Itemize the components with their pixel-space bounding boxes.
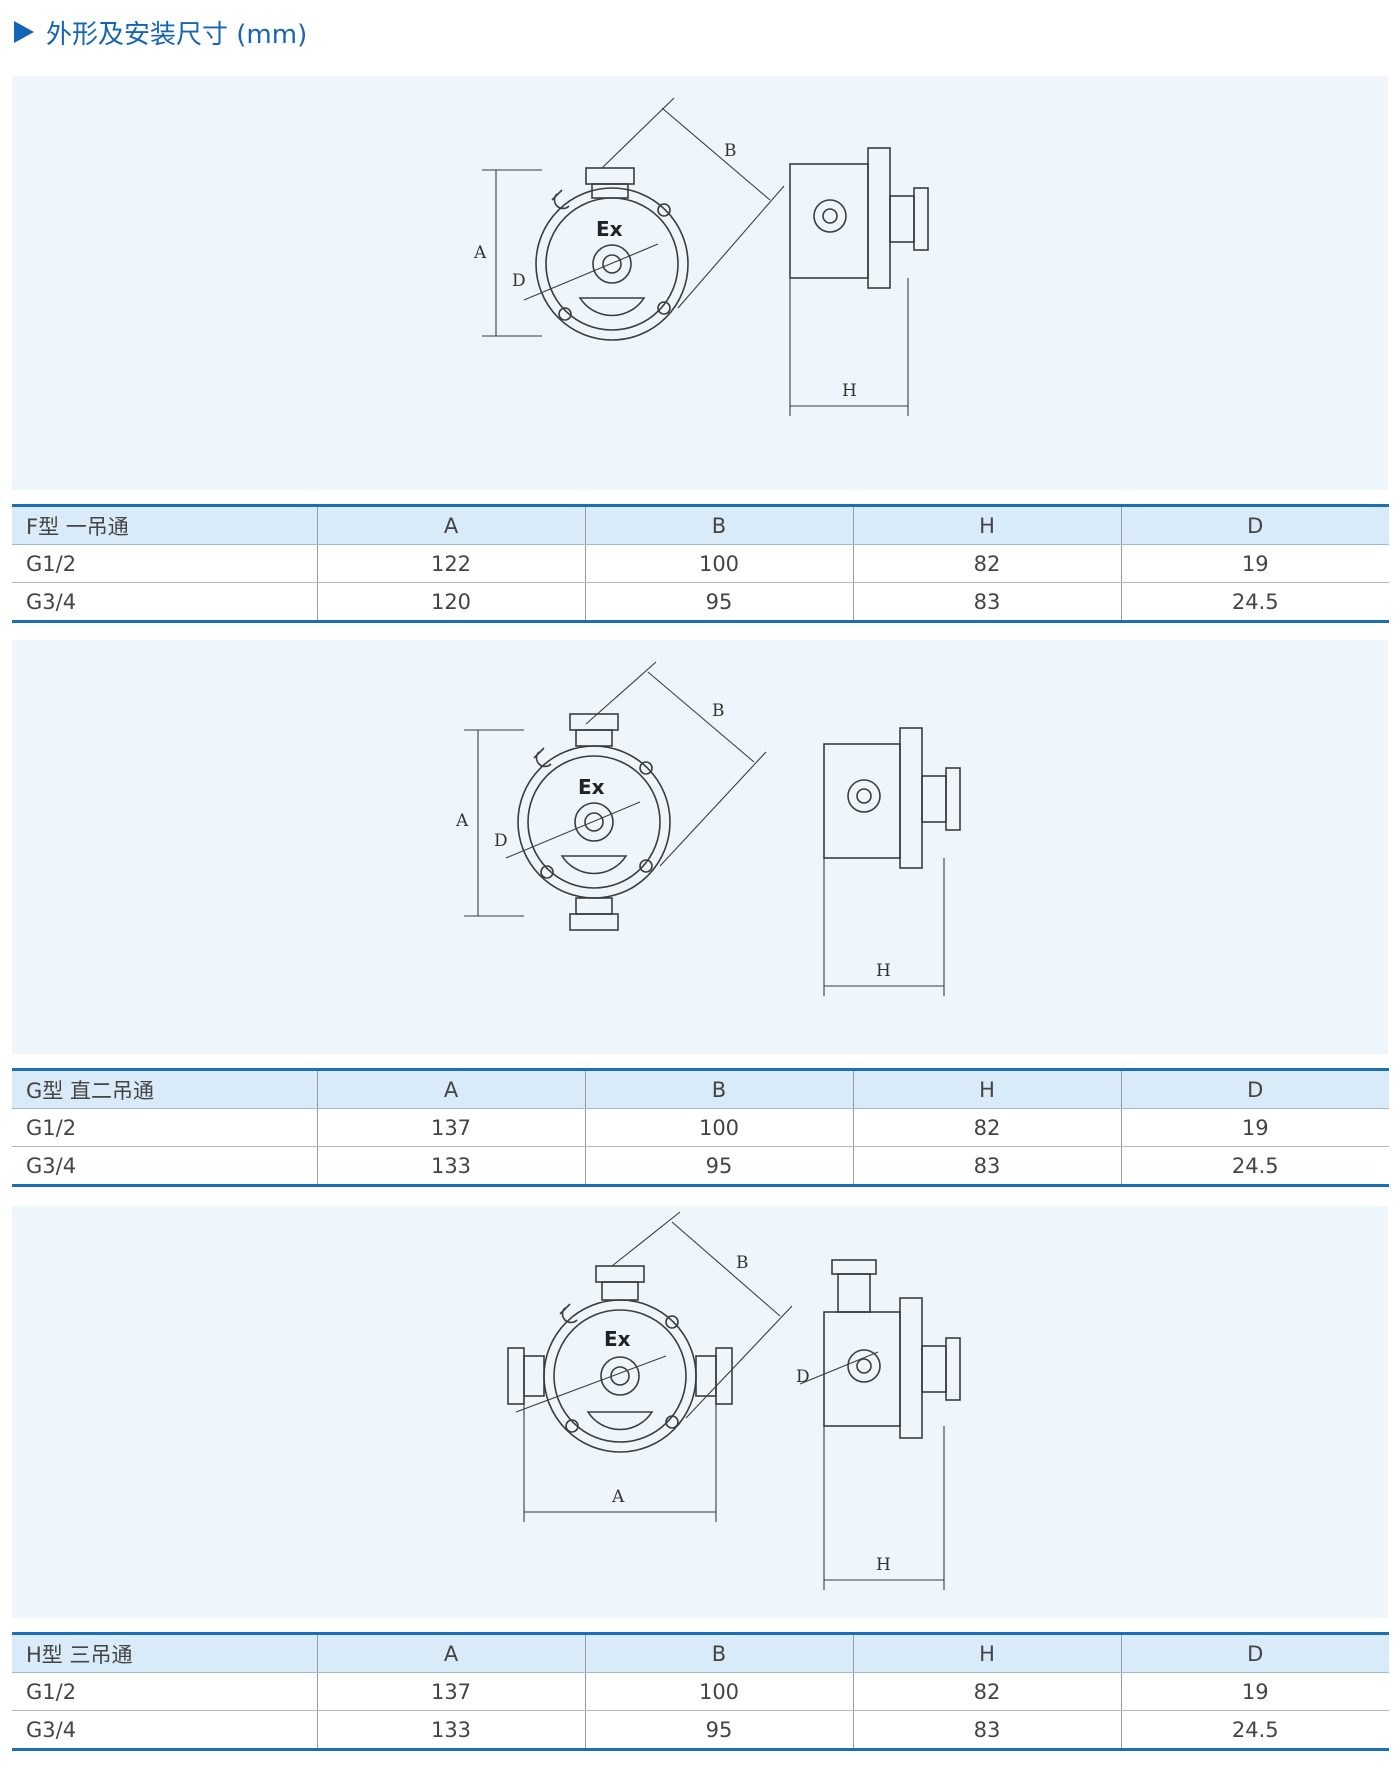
dim-label-d: D bbox=[512, 271, 526, 291]
cell-value: 82 bbox=[852, 1672, 1121, 1711]
row-label: G3/4 bbox=[12, 582, 317, 623]
cell-value: 82 bbox=[852, 1108, 1121, 1147]
side-view: D H bbox=[796, 1259, 961, 1590]
column-header: B bbox=[584, 1632, 853, 1673]
dim-label-b: B bbox=[736, 1253, 749, 1273]
cell-value: 19 bbox=[1120, 544, 1389, 583]
dim-label-d: D bbox=[494, 831, 508, 851]
cell-value: 83 bbox=[852, 582, 1121, 623]
dim-label-b: B bbox=[712, 701, 725, 721]
column-header: D bbox=[1120, 1632, 1389, 1673]
cell-value: 137 bbox=[316, 1672, 585, 1711]
cell-value: 83 bbox=[852, 1146, 1121, 1187]
row-label: G1/2 bbox=[12, 1672, 317, 1711]
table-row: G1/2 137 100 82 19 bbox=[12, 1108, 1389, 1147]
cell-value: 100 bbox=[584, 544, 853, 583]
side-view: H bbox=[823, 727, 961, 996]
table-header-row: G型 直二吊通 A B H D bbox=[12, 1068, 1389, 1109]
column-header: H bbox=[852, 1632, 1121, 1673]
table-row: G3/4 133 95 83 24.5 bbox=[12, 1710, 1389, 1751]
column-header: A bbox=[316, 504, 585, 545]
dim-label-d: D bbox=[796, 1367, 810, 1387]
drawing-panel-g: Ex A D B H bbox=[12, 640, 1388, 1054]
page-title-text: 外形及安装尺寸 (mm) bbox=[46, 19, 308, 50]
page-title: 外形及安装尺寸 (mm) bbox=[14, 12, 307, 52]
cell-value: 95 bbox=[584, 582, 853, 623]
table-row: G1/2 122 100 82 19 bbox=[12, 544, 1389, 583]
column-header: H bbox=[852, 504, 1121, 545]
cell-value: 19 bbox=[1120, 1672, 1389, 1711]
cell-value: 82 bbox=[852, 544, 1121, 583]
cell-value: 133 bbox=[316, 1710, 585, 1751]
row-label: G3/4 bbox=[12, 1710, 317, 1751]
cell-value: 83 bbox=[852, 1710, 1121, 1751]
front-view: Ex bbox=[507, 1265, 733, 1453]
table-row: G3/4 133 95 83 24.5 bbox=[12, 1146, 1389, 1187]
cell-value: 95 bbox=[584, 1146, 853, 1187]
cell-value: 19 bbox=[1120, 1108, 1389, 1147]
drawing-panel-h: Ex A B D H bbox=[12, 1206, 1388, 1618]
spec-table-f: F型 一吊通 A B H D G1/2 122 100 82 19 G3/4 1… bbox=[12, 504, 1389, 623]
triangle-bullet-icon bbox=[14, 21, 34, 43]
dim-label-a: A bbox=[473, 243, 487, 263]
drawing-f: Ex A D B H bbox=[473, 97, 929, 416]
dim-label-b: B bbox=[724, 141, 737, 161]
table-header-row: H型 三吊通 A B H D bbox=[12, 1632, 1389, 1673]
dim-label-a: A bbox=[611, 1487, 625, 1507]
type-label: H型 三吊通 bbox=[12, 1632, 317, 1673]
column-header: A bbox=[316, 1632, 585, 1673]
dim-label-h: H bbox=[876, 1555, 891, 1575]
cell-value: 137 bbox=[316, 1108, 585, 1147]
cell-value: 100 bbox=[584, 1108, 853, 1147]
type-label: F型 一吊通 bbox=[12, 504, 317, 545]
cell-value: 24.5 bbox=[1120, 1146, 1389, 1187]
row-label: G1/2 bbox=[12, 544, 317, 583]
side-view: H bbox=[789, 147, 929, 416]
cell-value: 100 bbox=[584, 1672, 853, 1711]
type-label: G型 直二吊通 bbox=[12, 1068, 317, 1109]
dimension-a: A D bbox=[455, 729, 524, 917]
column-header: A bbox=[316, 1068, 585, 1109]
table-row: G3/4 120 95 83 24.5 bbox=[12, 582, 1389, 623]
dimension-a: A D bbox=[473, 169, 542, 337]
ex-mark: Ex bbox=[604, 1327, 631, 1351]
dim-label-h: H bbox=[876, 961, 891, 981]
front-view: Ex bbox=[505, 713, 671, 931]
row-label: G1/2 bbox=[12, 1108, 317, 1147]
table-header-row: F型 一吊通 A B H D bbox=[12, 504, 1389, 545]
dimension-b: B bbox=[585, 661, 767, 867]
spec-table-g: G型 直二吊通 A B H D G1/2 137 100 82 19 G3/4 … bbox=[12, 1068, 1389, 1187]
front-view: Ex bbox=[523, 167, 689, 341]
column-header: B bbox=[584, 1068, 853, 1109]
ex-mark: Ex bbox=[578, 775, 605, 799]
column-header: D bbox=[1120, 504, 1389, 545]
dim-label-a: A bbox=[455, 811, 469, 831]
cell-value: 95 bbox=[584, 1710, 853, 1751]
ex-mark: Ex bbox=[596, 217, 623, 241]
cell-value: 122 bbox=[316, 544, 585, 583]
spec-table-h: H型 三吊通 A B H D G1/2 137 100 82 19 G3/4 1… bbox=[12, 1632, 1389, 1751]
dimension-a: A bbox=[523, 1396, 717, 1522]
column-header: D bbox=[1120, 1068, 1389, 1109]
cell-value: 24.5 bbox=[1120, 1710, 1389, 1751]
dimension-b: B bbox=[601, 97, 785, 309]
row-label: G3/4 bbox=[12, 1146, 317, 1187]
drawing-h: Ex A B D H bbox=[507, 1211, 961, 1590]
drawing-panel-f: Ex A D B H bbox=[12, 76, 1388, 490]
table-row: G1/2 137 100 82 19 bbox=[12, 1672, 1389, 1711]
column-header: B bbox=[584, 504, 853, 545]
dim-label-h: H bbox=[842, 381, 857, 401]
column-header: H bbox=[852, 1068, 1121, 1109]
dimension-b: B bbox=[611, 1211, 793, 1419]
cell-value: 133 bbox=[316, 1146, 585, 1187]
cell-value: 24.5 bbox=[1120, 582, 1389, 623]
cell-value: 120 bbox=[316, 582, 585, 623]
drawing-g: Ex A D B H bbox=[455, 661, 961, 996]
